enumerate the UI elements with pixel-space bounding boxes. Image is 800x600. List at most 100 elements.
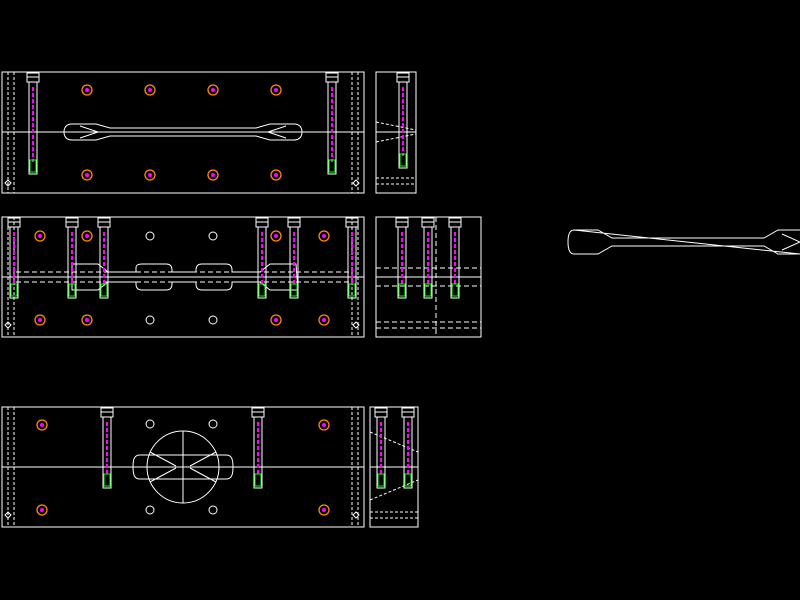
gate-line	[79, 131, 99, 139]
bolt-shank	[9, 226, 19, 299]
bolt-tip	[424, 283, 432, 297]
hole-icon	[145, 315, 155, 325]
datum-icon	[4, 321, 12, 329]
hole-ring	[34, 314, 46, 326]
bolt-shank	[423, 226, 433, 299]
part-profile-view	[567, 229, 800, 255]
hole-ring	[270, 84, 282, 96]
hole-ring	[144, 84, 156, 96]
hole-center	[274, 88, 278, 92]
dashed-line	[369, 431, 419, 453]
hole-center	[85, 234, 89, 238]
bolt-tip	[10, 283, 18, 297]
socket-head-cap-screw-icon	[325, 72, 339, 175]
datum-icon	[352, 511, 360, 519]
circle-hole-icon	[81, 314, 93, 326]
bolt-tip	[404, 473, 412, 487]
bolt-tip	[254, 473, 262, 487]
datum-icon	[352, 321, 360, 329]
hole-ring	[81, 84, 93, 96]
circle-hole-icon	[81, 230, 93, 242]
hole-icon	[208, 505, 218, 515]
circle-hole-icon	[318, 230, 330, 242]
hole-center	[274, 234, 278, 238]
bolt-tip	[377, 473, 385, 487]
socket-head-cap-screw-icon	[7, 217, 21, 299]
hole-ring	[207, 169, 219, 181]
bolt-shank	[397, 226, 407, 299]
socket-head-cap-screw-icon	[421, 217, 435, 299]
dashed-line	[369, 479, 419, 501]
circle-hole-icon	[144, 84, 156, 96]
top-plate-view	[1, 71, 365, 194]
hole-ring	[34, 230, 46, 242]
circle-hole-icon	[34, 230, 46, 242]
socket-head-cap-screw-icon	[26, 72, 40, 175]
hole-ring	[318, 230, 330, 242]
hole-center	[211, 88, 215, 92]
bolt-shank	[102, 416, 112, 489]
circle-hole-icon	[318, 314, 330, 326]
circle-hole-icon	[207, 169, 219, 181]
hole-ring	[81, 169, 93, 181]
dogbone-cavity	[63, 123, 303, 141]
circle-hole-icon	[270, 314, 282, 326]
hole-center	[322, 234, 326, 238]
hole-icon	[208, 419, 218, 429]
socket-head-cap-screw-icon	[97, 217, 111, 299]
bolt-tip	[68, 283, 76, 297]
bottom-plate-side-view	[369, 406, 419, 528]
hole-center	[85, 173, 89, 177]
bolt-tip	[451, 283, 459, 297]
hole-center	[38, 234, 42, 238]
hole-center	[148, 88, 152, 92]
dashed-line	[375, 133, 417, 143]
circle-hole-icon	[270, 84, 282, 96]
bolt-tip	[398, 283, 406, 297]
gate-line	[267, 131, 287, 139]
circle-hole-icon	[36, 504, 48, 516]
hole-layer	[34, 84, 330, 516]
hole-center	[322, 508, 326, 512]
hole-ring	[81, 230, 93, 242]
hole-center	[40, 508, 44, 512]
hole-icon	[145, 505, 155, 515]
hole-ring	[81, 314, 93, 326]
hole-ring	[207, 84, 219, 96]
gate-line	[267, 125, 287, 133]
bolt-shank	[450, 226, 460, 299]
hole-ring	[318, 314, 330, 326]
datum-icon	[352, 179, 360, 187]
socket-head-cap-screw-icon	[255, 217, 269, 299]
bolt-tip	[328, 159, 336, 173]
socket-head-cap-screw-icon	[100, 407, 114, 489]
top-plate-side-view	[375, 71, 417, 194]
circle-hole-icon	[318, 504, 330, 516]
circle-hole-icon	[81, 169, 93, 181]
bolt-shank	[398, 81, 408, 169]
socket-head-cap-screw-icon	[374, 407, 388, 489]
bolt-tip	[258, 283, 266, 297]
hole-center	[85, 88, 89, 92]
bolt-shank	[253, 416, 263, 489]
hole-center	[322, 318, 326, 322]
circle-hole-icon	[207, 84, 219, 96]
dogbone-part-outline	[567, 229, 800, 255]
bolt-tip	[290, 283, 298, 297]
hole-ring	[36, 504, 48, 516]
bolt-shank	[289, 226, 299, 299]
bottom-plate-view	[1, 406, 365, 528]
bolt-layer	[7, 72, 462, 489]
datum-icon	[4, 179, 12, 187]
circle-hole-icon	[270, 169, 282, 181]
hole-ring	[36, 419, 48, 431]
socket-head-cap-screw-icon	[401, 407, 415, 489]
circle-hole-icon	[144, 169, 156, 181]
bolt-tip	[348, 283, 356, 297]
socket-head-cap-screw-icon	[251, 407, 265, 489]
bolt-shank	[67, 226, 77, 299]
gate-line	[781, 233, 800, 243]
datum-icon	[4, 511, 12, 519]
socket-head-cap-screw-icon	[287, 217, 301, 299]
